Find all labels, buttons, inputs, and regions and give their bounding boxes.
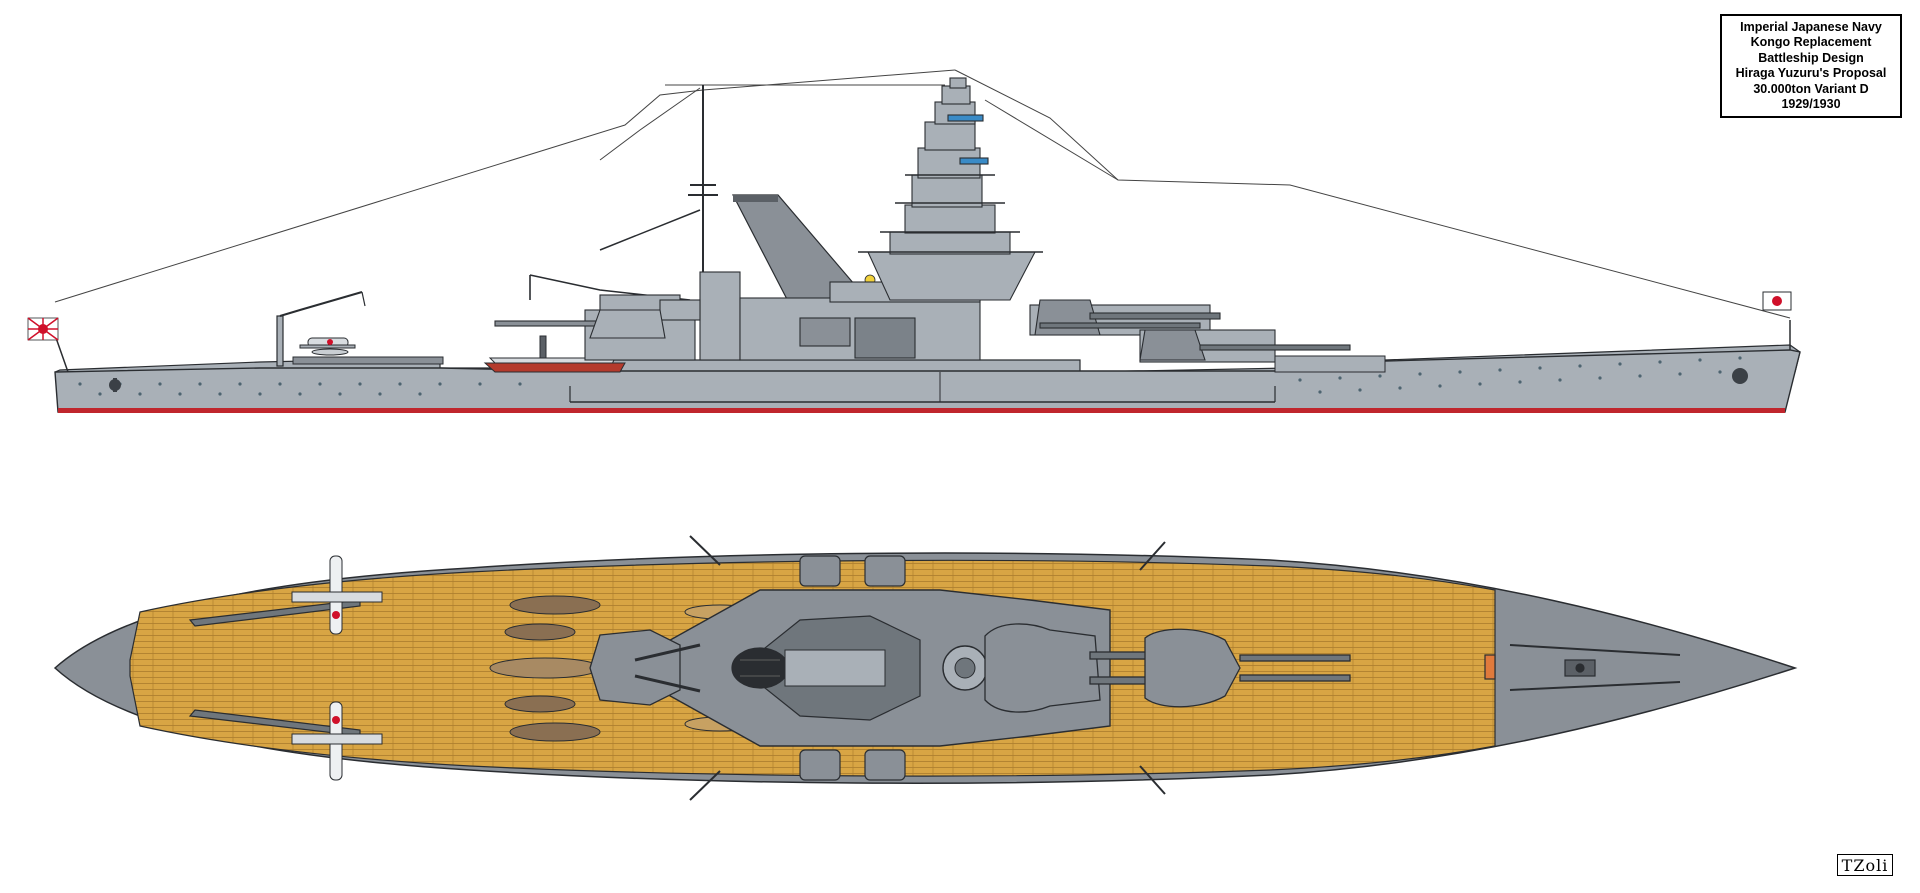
stern-ensign-icon <box>27 317 59 341</box>
pagoda-tower <box>867 77 1036 301</box>
title-line-type: Battleship Design <box>1758 50 1864 65</box>
forward-turret-a <box>1139 329 1351 363</box>
ships-boats <box>483 335 626 373</box>
title-line-proposal: Hiraga Yuzuru's Proposal <box>1735 66 1887 80</box>
bow-anchor-icon <box>1732 368 1748 384</box>
top-turret-aft <box>589 629 701 706</box>
seaplane <box>299 337 356 356</box>
bow-flag-icon <box>1762 291 1792 311</box>
artist-signature: TZoli <box>1841 855 1889 875</box>
funnel-cap <box>731 647 789 689</box>
title-box: Imperial Japanese Navy Kongo Replacement… <box>1720 14 1902 118</box>
midship-superstructure <box>739 281 981 361</box>
catapult <box>292 356 444 365</box>
title-line-program: Kongo Replacement <box>1750 35 1872 49</box>
top-seaplane-port <box>291 555 383 635</box>
top-seaplane-starboard <box>291 701 383 781</box>
title-line-navy: Imperial Japanese Navy <box>1740 19 1882 34</box>
aft-crane <box>276 291 366 367</box>
top-casemates <box>799 555 906 781</box>
side-profile <box>27 69 1801 413</box>
aft-turret <box>494 309 666 339</box>
title-line-years: 1929/1930 <box>1781 97 1841 111</box>
top-turret-a <box>1144 628 1351 708</box>
title-line-variant: 30.000ton Variant D <box>1753 81 1869 96</box>
bridge-wings <box>858 174 1043 253</box>
stern-anchor-icon <box>109 378 121 392</box>
rigging-wires <box>54 69 1791 319</box>
top-trunk <box>784 649 886 687</box>
forecastle-break <box>1274 355 1386 373</box>
top-aa-guns <box>689 535 1166 801</box>
portholes <box>78 356 1742 396</box>
boot-topping <box>58 408 1785 413</box>
top-catapults <box>188 599 361 737</box>
stern-flagstaff <box>54 334 69 373</box>
artist-signature-box: TZoli <box>1837 854 1893 876</box>
top-view <box>53 535 1798 801</box>
bow-fittings <box>1484 644 1681 691</box>
